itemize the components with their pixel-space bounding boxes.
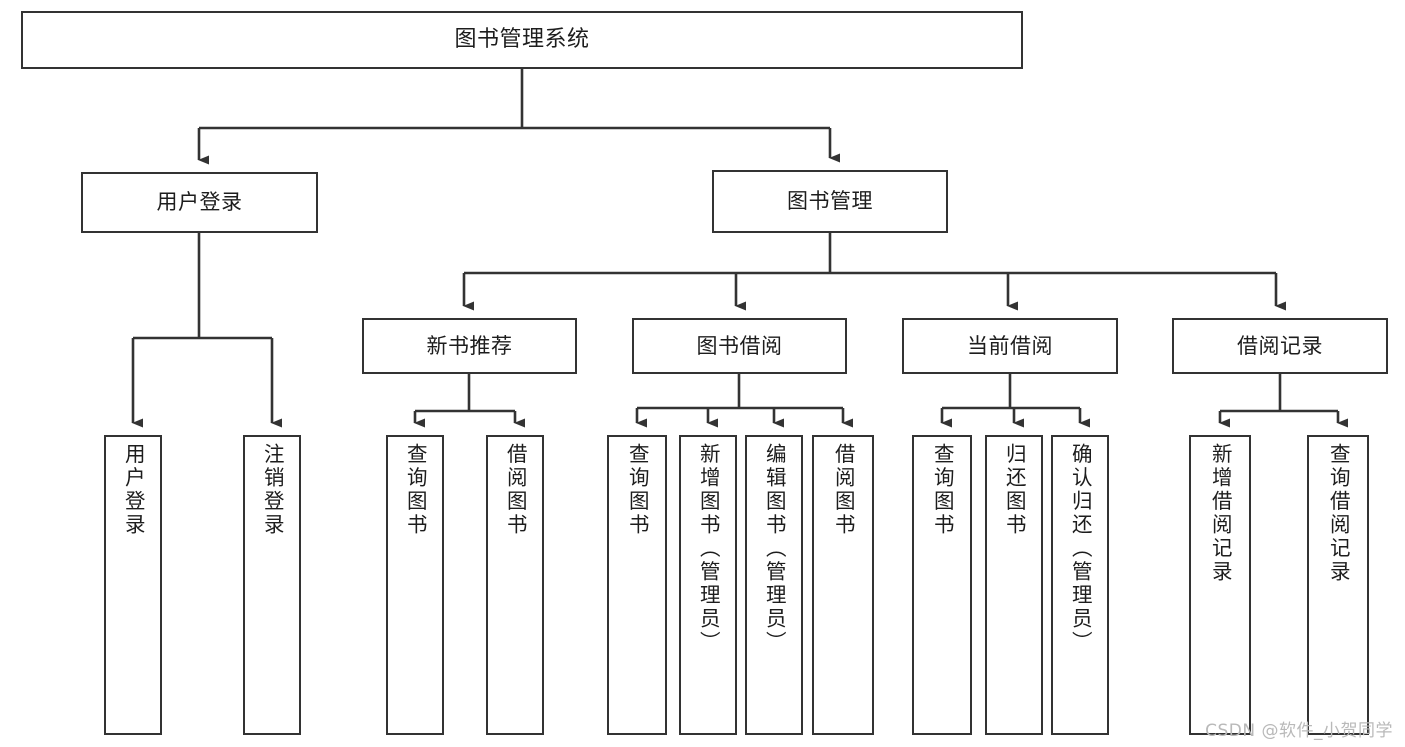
node-borrow-record[interactable]: 借阅记录 bbox=[1172, 318, 1388, 374]
node-current-borrow[interactable]: 当前借阅 bbox=[902, 318, 1118, 374]
edge-newbook-to-leaves bbox=[413, 374, 525, 428]
node-leaf-user-logout[interactable]: 注销登录 bbox=[243, 435, 301, 735]
node-user-login[interactable]: 用户登录 bbox=[81, 172, 318, 233]
node-leaf-borrow-book[interactable]: 借阅图书 bbox=[812, 435, 874, 735]
node-book-management[interactable]: 图书管理 bbox=[712, 170, 948, 233]
node-leaf-borrow-book-rec-label: 借阅图书 bbox=[503, 443, 528, 537]
edge-userlogin-to-leaves bbox=[131, 233, 282, 428]
node-root[interactable]: 图书管理系统 bbox=[21, 11, 1023, 69]
edge-root-to-level2 bbox=[197, 69, 840, 165]
node-leaf-add-book-label: 新增图书（管理员） bbox=[696, 443, 721, 655]
node-leaf-query-book-current-label: 查询图书 bbox=[930, 443, 955, 537]
node-leaf-query-record-label: 查询借阅记录 bbox=[1326, 443, 1351, 584]
node-leaf-borrow-book-rec[interactable]: 借阅图书 bbox=[486, 435, 544, 735]
node-leaf-confirm-return-label: 确认归还（管理员） bbox=[1068, 443, 1093, 655]
node-new-book-recommend[interactable]: 新书推荐 bbox=[362, 318, 577, 374]
node-leaf-add-record[interactable]: 新增借阅记录 bbox=[1189, 435, 1251, 735]
node-leaf-query-book-rec[interactable]: 查询图书 bbox=[386, 435, 444, 735]
node-leaf-borrow-book-label: 借阅图书 bbox=[831, 443, 856, 537]
node-new-book-recommend-label: 新书推荐 bbox=[426, 333, 513, 358]
edge-bookmgmt-to-level3 bbox=[462, 233, 1286, 311]
watermark: CSDN @软件_小贺同学 bbox=[1205, 721, 1393, 741]
node-leaf-return-book[interactable]: 归还图书 bbox=[985, 435, 1043, 735]
node-book-borrow-label: 图书借阅 bbox=[696, 333, 783, 358]
node-leaf-add-record-label: 新增借阅记录 bbox=[1208, 443, 1233, 584]
node-current-borrow-label: 当前借阅 bbox=[967, 333, 1053, 358]
node-book-management-label: 图书管理 bbox=[787, 189, 873, 214]
edge-bookborrow-to-leaves bbox=[635, 374, 853, 428]
edge-borrowrecord-to-leaves bbox=[1218, 374, 1348, 428]
node-leaf-query-book-borrow[interactable]: 查询图书 bbox=[607, 435, 667, 735]
node-borrow-record-label: 借阅记录 bbox=[1237, 333, 1323, 358]
node-leaf-query-book-borrow-label: 查询图书 bbox=[625, 443, 650, 537]
node-leaf-return-book-label: 归还图书 bbox=[1002, 443, 1027, 537]
node-leaf-query-book-rec-label: 查询图书 bbox=[403, 443, 428, 537]
node-leaf-query-record[interactable]: 查询借阅记录 bbox=[1307, 435, 1369, 735]
node-leaf-edit-book-label: 编辑图书（管理员） bbox=[762, 443, 787, 655]
node-leaf-user-login[interactable]: 用户登录 bbox=[104, 435, 162, 735]
node-leaf-query-book-current[interactable]: 查询图书 bbox=[912, 435, 972, 735]
node-user-login-label: 用户登录 bbox=[156, 190, 243, 215]
node-leaf-confirm-return[interactable]: 确认归还（管理员） bbox=[1051, 435, 1109, 735]
node-leaf-add-book[interactable]: 新增图书（管理员） bbox=[679, 435, 737, 735]
node-leaf-user-login-label: 用户登录 bbox=[121, 443, 146, 537]
node-root-label: 图书管理系统 bbox=[454, 27, 590, 53]
node-book-borrow[interactable]: 图书借阅 bbox=[632, 318, 847, 374]
edge-currentborrow-to-leaves bbox=[940, 374, 1090, 428]
node-leaf-user-logout-label: 注销登录 bbox=[260, 443, 285, 537]
node-leaf-edit-book[interactable]: 编辑图书（管理员） bbox=[745, 435, 803, 735]
